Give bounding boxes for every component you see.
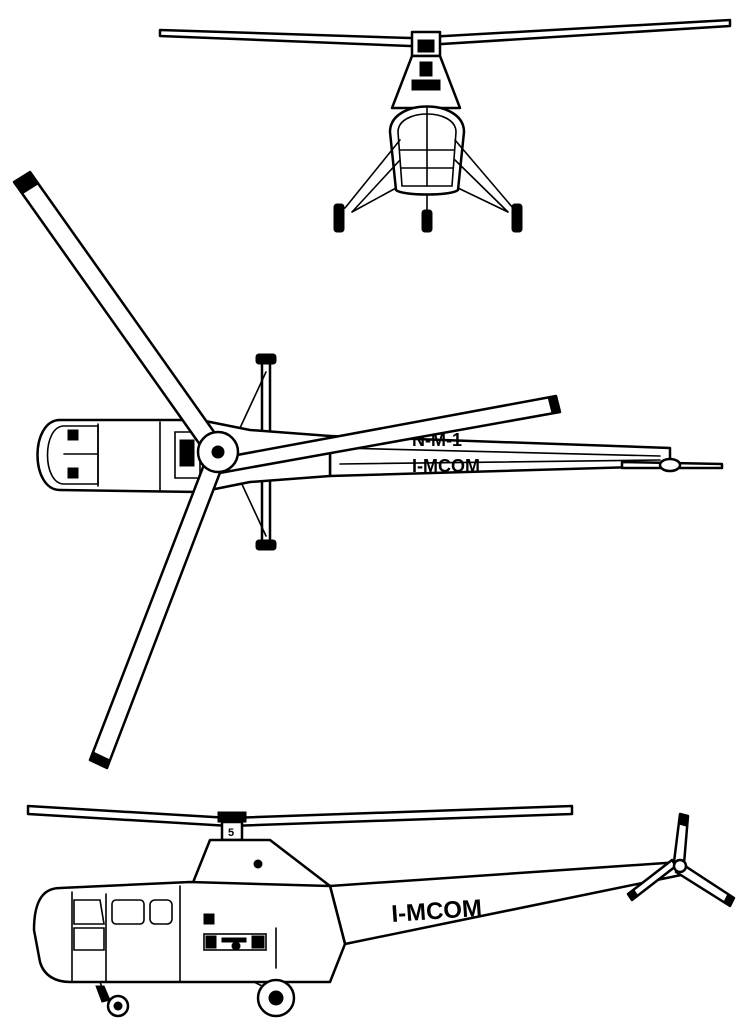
side-landing-gear (95, 927, 296, 1018)
top-view: N-M-1 I-MCOM (12, 170, 724, 770)
side-fuselage-marking (203, 933, 267, 951)
side-tail-boom (328, 860, 688, 946)
front-view (158, 18, 732, 233)
front-main-rotor (158, 18, 732, 48)
side-fuselage (32, 880, 347, 984)
front-landing-gear (344, 139, 514, 215)
side-view: 5 (26, 804, 736, 1018)
side-cabin-windows (71, 885, 181, 983)
side-main-rotor (26, 804, 574, 828)
top-registration: I-MCOM (412, 456, 480, 476)
side-tail-rotor (626, 812, 736, 908)
side-registration: I-MCOM (391, 895, 483, 928)
rotor-hub-number: 5 (228, 827, 234, 839)
top-main-rotor (12, 170, 562, 770)
